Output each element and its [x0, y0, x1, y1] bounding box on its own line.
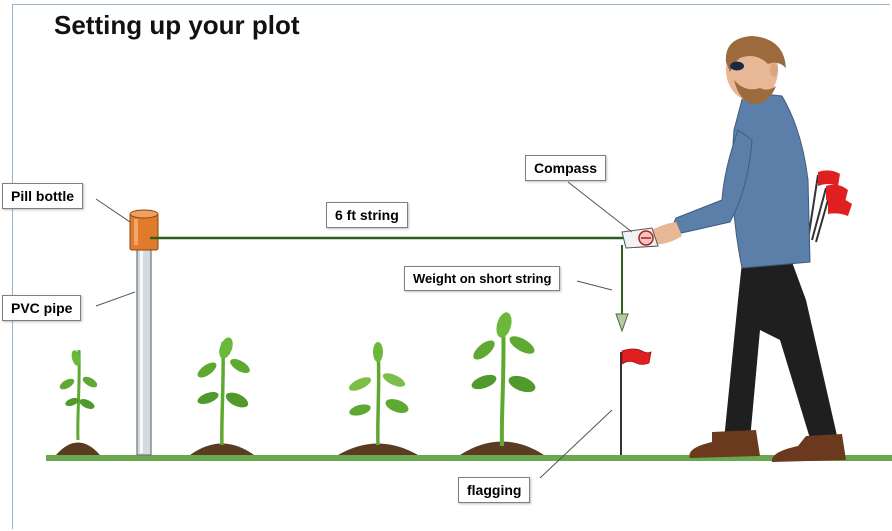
pvc-pipe — [136, 246, 152, 456]
flagging-marker — [620, 348, 652, 455]
weight-label: Weight on short string — [404, 266, 561, 291]
compass-leader — [567, 181, 633, 233]
string-label: 6 ft string — [326, 202, 408, 228]
compass-label: Compass — [525, 155, 607, 181]
plant-seedling-1 — [56, 349, 100, 455]
plumb-weight — [615, 313, 629, 333]
diagram-title: Setting up your plot — [54, 10, 300, 40]
pill-bottle-leader — [95, 198, 131, 223]
frame-border — [12, 4, 890, 529]
plant-seedling-3 — [338, 342, 418, 455]
pill-bottle — [129, 209, 159, 251]
flagging-leader — [539, 409, 613, 479]
pvc-pipe-leader — [95, 291, 136, 307]
plant-seedling-2 — [190, 337, 254, 455]
spare-flags — [807, 170, 852, 243]
ground-line — [46, 455, 892, 461]
person-figure — [648, 36, 852, 462]
plant-seedling-4 — [460, 312, 544, 455]
pvc-pipe-label: PVC pipe — [2, 295, 82, 321]
weight-leader — [576, 280, 613, 291]
compass-device — [621, 227, 659, 249]
flagging-label: flagging — [458, 477, 531, 503]
pill-bottle-label: Pill bottle — [2, 183, 83, 209]
